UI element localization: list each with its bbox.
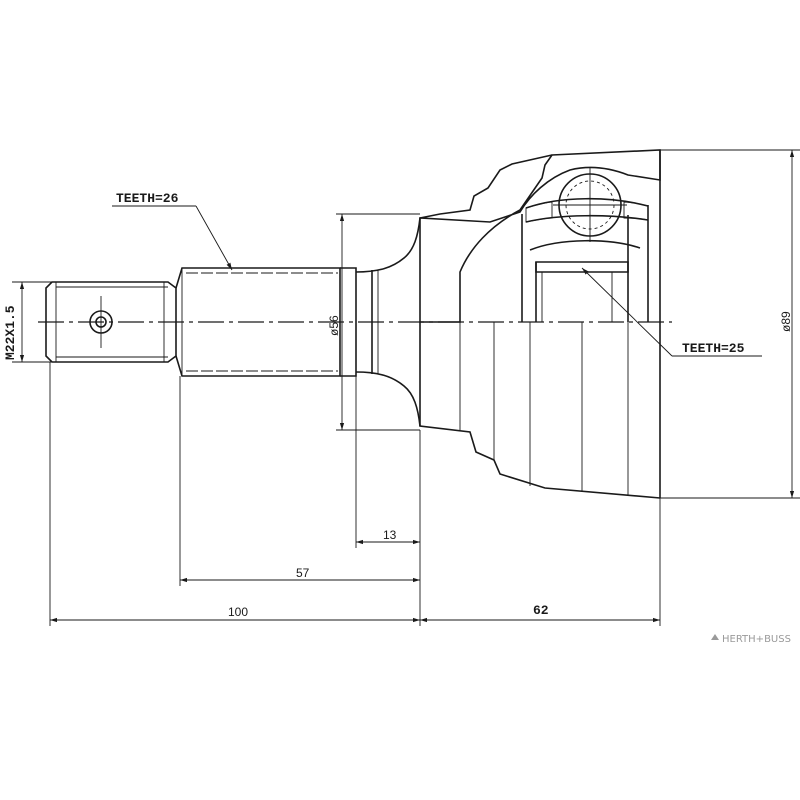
dia-56-label: ø56: [327, 315, 341, 336]
teeth-25-label: TEETH=25: [682, 341, 745, 356]
teeth-26-label: TEETH=26: [116, 191, 179, 206]
len-57-label: 57: [296, 566, 310, 580]
len-100-label: 100: [228, 605, 248, 619]
teeth-25-callout: TEETH=25: [581, 267, 762, 357]
watermark-text: HERTH+BUSS: [722, 634, 791, 645]
len-62-dimension: 62: [420, 603, 660, 623]
watermark-logo-icon: [711, 634, 719, 640]
len-57-dimension: 57: [180, 566, 420, 583]
thread-dimension: M22X1.5: [3, 281, 52, 363]
len-13-dimension: 13: [356, 528, 420, 545]
len-13-label: 13: [383, 528, 397, 542]
thread-label: M22X1.5: [3, 305, 18, 360]
bell-housing: [419, 149, 661, 499]
len-62-label: 62: [533, 603, 549, 618]
teeth-26-callout: TEETH=26: [112, 191, 233, 271]
dia-56-dimension: ø56: [327, 213, 420, 431]
threaded-stub: [45, 281, 177, 363]
dia-89-dimension: ø89: [660, 149, 800, 499]
dia-89-label: ø89: [779, 311, 793, 332]
herth-buss-watermark: HERTH+BUSS: [711, 634, 791, 645]
len-100-dimension: 100: [50, 605, 420, 623]
